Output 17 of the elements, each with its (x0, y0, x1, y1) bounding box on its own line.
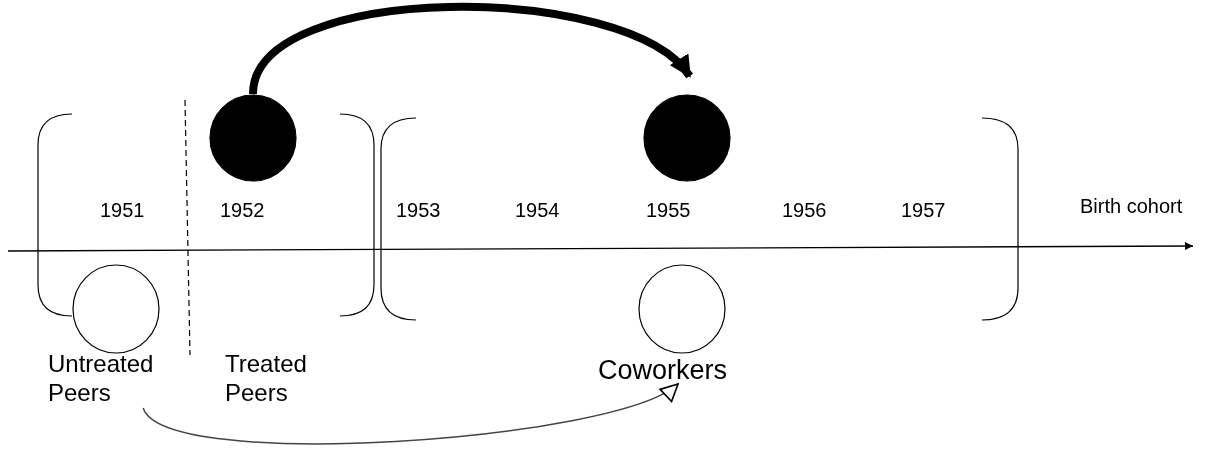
curved-arrow (249, 3, 693, 96)
year-label: 1957 (901, 198, 946, 222)
group-label: Treated Peers (225, 350, 308, 408)
axis-label: Birth cohort (1080, 194, 1183, 218)
year-label: 1951 (100, 198, 145, 222)
circle-marker (638, 264, 726, 354)
filled-circle (643, 94, 731, 182)
year-label: 1956 (782, 198, 827, 222)
year-label: 1954 (515, 198, 560, 222)
year-label: 1952 (220, 198, 265, 222)
year-label: 1953 (396, 198, 441, 222)
group-label: Coworkers (598, 354, 758, 387)
curved-arrow (142, 383, 679, 445)
year-label: 1955 (646, 198, 691, 222)
group-label: Untreated Peers (48, 350, 188, 408)
circle-marker (72, 264, 160, 354)
filled-circle (209, 94, 297, 182)
